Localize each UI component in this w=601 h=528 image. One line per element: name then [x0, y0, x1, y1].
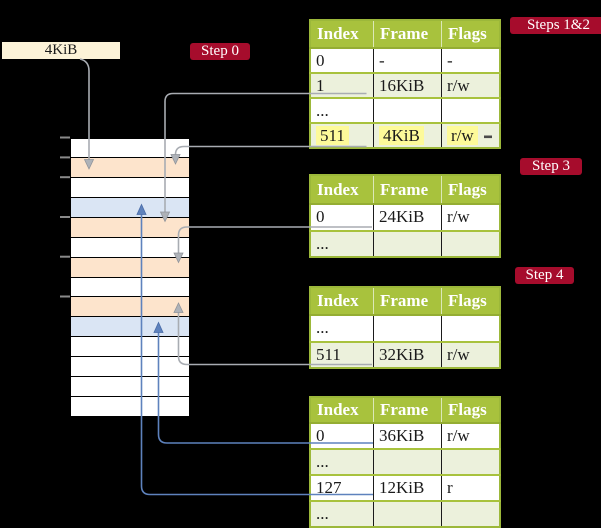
highlighted-value: 511 [316, 125, 349, 145]
table-cell [441, 97, 500, 123]
table-header-cell-flags: Flags [441, 287, 500, 316]
table-header-cell-index: Index [310, 175, 374, 205]
table-header-cell-frame: Frame [373, 397, 442, 424]
frame-size-label: 4KiB [2, 42, 120, 59]
memory-frame-row-white [70, 236, 190, 258]
table-cell: r/w [441, 340, 500, 368]
table-row: ... [310, 499, 500, 527]
table-cell [441, 447, 500, 475]
table-cell: ... [310, 97, 374, 123]
table-cell: 24KiB [373, 203, 442, 231]
table-cell: 4KiB [373, 122, 442, 148]
table-cell: 511 [310, 122, 374, 148]
table-cell [373, 447, 442, 475]
table-cell: 16KiB [373, 72, 442, 98]
table-row: ... [310, 314, 500, 342]
memory-frame-row-orange [70, 296, 190, 318]
table-cell [441, 229, 500, 257]
table-row: 0-- [310, 47, 500, 73]
memory-tick-marks [60, 136, 70, 298]
table-header-cell-index: Index [310, 287, 374, 316]
table-row: 511 4KiB r/w [310, 122, 500, 148]
memory-frame-row-white [70, 336, 190, 358]
table-header-cell-index: Index [310, 20, 374, 49]
table-cell [441, 499, 500, 527]
memory-frame-row-white [70, 356, 190, 377]
table-cell [441, 314, 500, 342]
memory-frame-row-white [70, 276, 190, 298]
highlighted-value: 4KiB [379, 125, 424, 145]
table-cell [373, 229, 442, 257]
table-header-cell-index: Index [310, 397, 374, 424]
table-cell: 32KiB [373, 340, 442, 368]
memory-frame-row-white [70, 137, 190, 159]
table-cell: ... [310, 314, 374, 342]
table-cell: 511 [310, 340, 374, 368]
table-header-cell-flags: Flags [441, 175, 500, 205]
memory-frame-row-orange [70, 216, 190, 238]
memory-frame-row-orange [70, 157, 190, 179]
memory-frame-row-white [70, 395, 190, 417]
table-header-cell-frame: Frame [373, 287, 442, 316]
badge-steps-1-2: Steps 1&2 [510, 17, 601, 34]
table-cell: - [441, 47, 500, 73]
highlighted-value: r/w [447, 125, 478, 145]
badge-step-4: Step 4 [515, 267, 574, 284]
table-cell: r/w [441, 421, 500, 449]
table-cell: r [441, 473, 500, 501]
table-cell [373, 97, 442, 123]
memory-frame-row-orange [70, 256, 190, 278]
table-cell: 36KiB [373, 421, 442, 449]
table-cell: r/w [441, 122, 500, 148]
table-header-cell-flags: Flags [441, 397, 500, 424]
table-cell: 127 [310, 473, 374, 501]
memory-frame-row-blue [70, 197, 190, 218]
badge-step-3: Step 3 [520, 158, 582, 175]
table-header-cell-frame: Frame [373, 175, 442, 205]
table-cell [373, 499, 442, 527]
table-cell: 0 [310, 421, 374, 449]
table-cell: ... [310, 229, 374, 257]
table-header-cell-flags: Flags [441, 20, 500, 49]
table-cell [373, 314, 442, 342]
table-cell: 0 [310, 203, 374, 231]
memory-frame-row-white [70, 177, 190, 199]
table-cell: r/w [441, 72, 500, 98]
table-cell: ... [310, 499, 374, 527]
table-row: ... [310, 447, 500, 475]
table-cell: - [373, 47, 442, 73]
table-cell: 1 [310, 72, 374, 98]
memory-frame-row-blue [70, 316, 190, 338]
table-row: ... [310, 97, 500, 123]
table-cell: 0 [310, 47, 374, 73]
badge-step-0: Step 0 [190, 43, 250, 60]
table-row: ... [310, 229, 500, 257]
table-header-cell-frame: Frame [373, 20, 442, 49]
table-cell: r/w [441, 203, 500, 231]
table-cell: 12KiB [373, 473, 442, 501]
table-cell: ... [310, 447, 374, 475]
memory-frame-row-white [70, 375, 190, 397]
